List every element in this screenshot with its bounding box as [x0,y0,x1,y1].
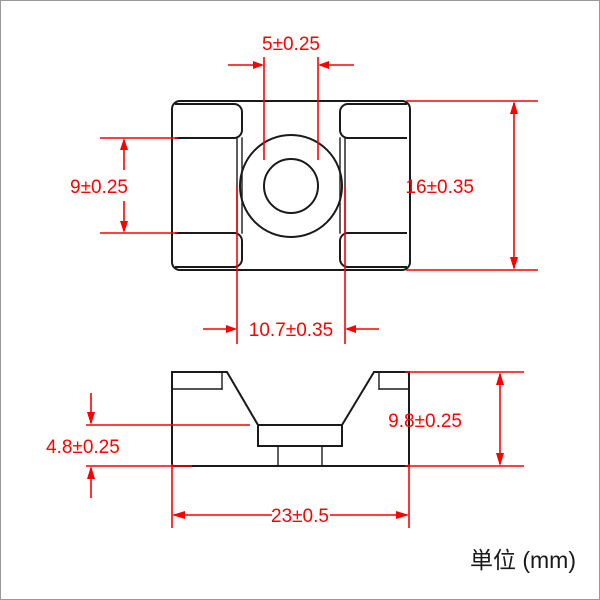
arrow-overall-height-bottom [496,453,504,466]
arrow-overall-height-top [496,372,504,385]
arrow-overall-depth-top [510,101,518,114]
front-view-center-pad [257,424,343,447]
arrow-overall-width-left [172,511,185,519]
front-view-outer-profile [171,371,410,467]
arrow-slot-width-left [253,61,264,69]
dimension-label-overall-depth: 16±0.35 [405,177,474,198]
arrow-overall-depth-bottom [510,257,518,270]
top-view-tab-bottom-right [339,232,407,268]
arrow-slot-width-right [318,61,329,69]
top-view-outer-boss-circle [239,134,343,238]
arrow-tab-height-top [120,138,128,150]
dimension-hole-spacing: 10.7±0.35 [203,186,379,344]
arrow-hole-spacing-right [345,325,356,333]
dimension-overall-depth: 16±0.35 [405,100,538,271]
dimension-base-height: 4.8±0.25 [46,393,250,498]
dimension-label-slot-width: 5±0.25 [262,34,320,55]
top-view-outer-body [171,100,411,271]
top-view-tab-top-right [339,103,407,139]
dimension-tab-height: 9±0.25 [70,137,178,234]
dimension-slot-width: 5±0.25 [228,34,354,160]
front-view-geometry [171,371,410,467]
top-view-geometry [171,100,411,271]
dimension-label-tab-height: 9±0.25 [70,177,128,198]
arrow-base-height-bottom [87,466,95,479]
arrow-overall-width-right [396,511,409,519]
top-view-tab-bottom-left [175,232,243,268]
dimension-overall-width: 23±0.5 [171,464,410,528]
dimension-label-hole-spacing: 10.7±0.35 [249,320,333,341]
arrow-tab-height-bottom [120,221,128,233]
arrow-hole-spacing-left [226,325,237,333]
top-view-tab-top-left [175,103,243,139]
dimension-label-base-height: 4.8±0.25 [46,437,120,458]
unit-note-label: 単位 (mm) [470,547,576,573]
dimension-overall-height: 9.8±0.25 [388,371,524,467]
dimension-label-overall-height: 9.8±0.25 [388,411,462,432]
arrow-base-height-top [87,412,95,425]
dimension-label-overall-width: 23±0.5 [271,506,329,527]
top-view-screw-hole-circle [263,158,319,214]
